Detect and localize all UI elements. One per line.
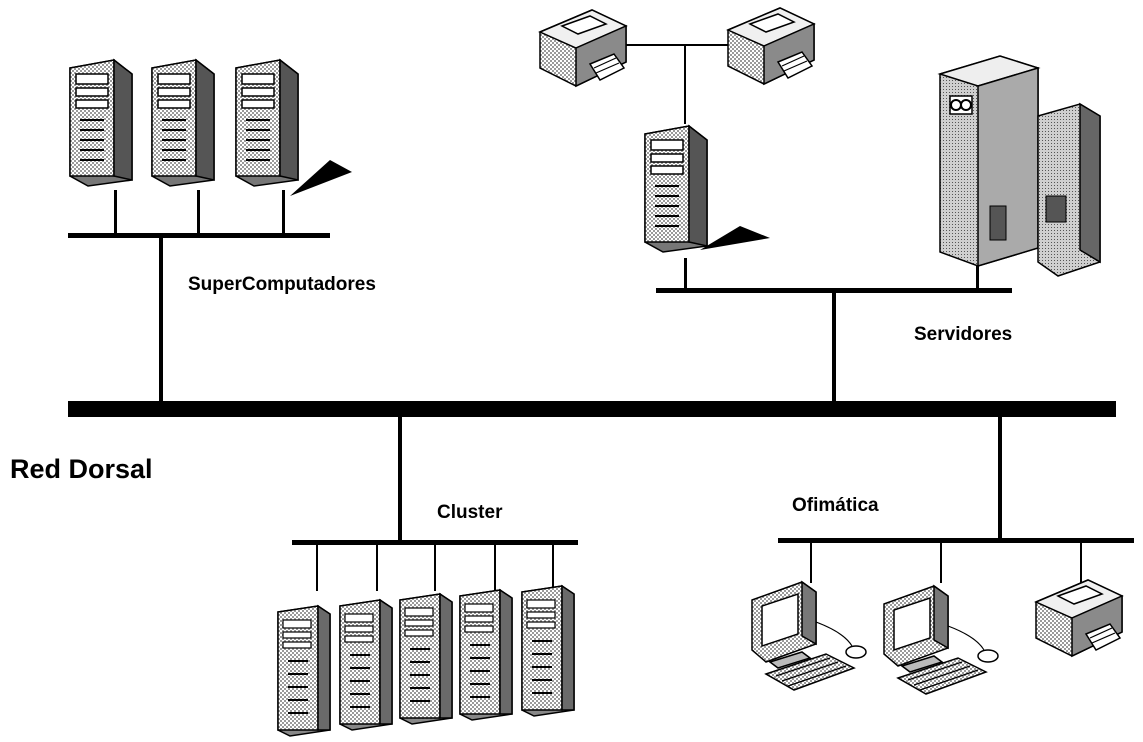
cluster-uplink [398,417,402,543]
cluster-node-icon [521,585,575,717]
office-device-link [940,543,942,583]
office-bus [778,538,1134,543]
backbone-label: Red Dorsal [10,454,153,484]
cluster-bus [292,540,578,545]
supercomputer-icon [69,59,133,187]
office-device-link [810,543,812,583]
server-link [684,258,687,290]
cluster-node-link [376,545,378,591]
office-uplink [998,417,1002,541]
cluster-node-link [552,545,554,591]
server-tower-icon [644,125,708,253]
desktop-computer-icon [751,581,867,691]
printer-icon [727,7,815,85]
printer-link [597,44,765,46]
supercomputer-icon [235,59,299,187]
cluster-node-link [316,545,318,591]
printer-link [684,44,686,124]
supercomputers-uplink [159,238,163,403]
servers-group: Servidores [539,7,1101,403]
supercomputers-label: SuperComputadores [188,274,376,295]
printer-icon [539,9,627,87]
servers-label: Servidores [914,324,1012,345]
cluster-node-icon [277,605,331,737]
cluster-group: Cluster [277,417,578,737]
cluster-node-icon [399,593,453,725]
server-shadow [700,226,770,250]
cluster-node-icon [339,599,393,731]
desktop-computer-icon [883,585,999,695]
server-link [976,246,979,290]
servers-uplink [832,293,836,403]
supercomputer-link [282,190,285,234]
backbone-bus [68,401,1116,417]
cluster-node-link [494,545,496,591]
office-group: Ofimática [751,417,1134,695]
office-label: Ofimática [792,495,879,516]
supercomputer-shadow [290,160,352,196]
supercomputers-group: SuperComputadores [68,59,376,403]
supercomputer-icon [151,59,215,187]
office-device-link [1080,543,1082,583]
supercomputer-link [114,190,117,234]
cluster-label: Cluster [437,502,503,523]
cluster-node-icon [459,589,513,721]
office-printer-icon [1035,579,1123,657]
mainframe-icon [939,55,1101,277]
supercomputers-bus [68,233,330,238]
supercomputer-link [197,190,200,234]
cluster-node-link [434,545,436,591]
servers-bus [656,288,1012,293]
